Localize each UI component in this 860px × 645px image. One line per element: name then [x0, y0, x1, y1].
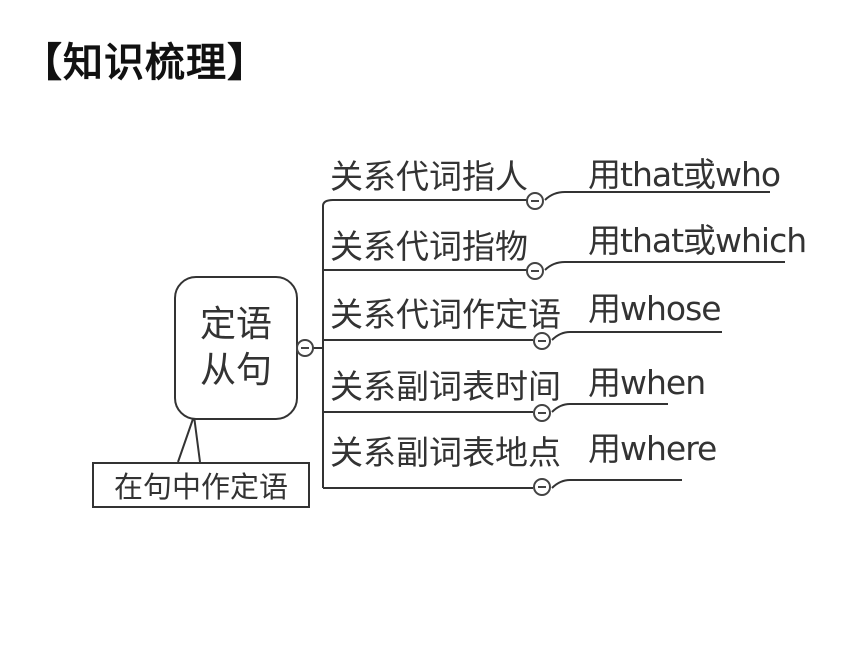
branch-underline-1	[322, 199, 530, 207]
branch-collapse-icon-4[interactable]	[533, 404, 551, 422]
branch-label-3: 关系代词作定语	[330, 295, 561, 334]
value-label-4: 用when	[588, 363, 706, 402]
value-label-5: 用where	[588, 429, 717, 468]
value-label-3: 用whose	[588, 289, 722, 328]
note-node: 在句中作定语	[92, 462, 310, 508]
branch-label-4: 关系副词表时间	[330, 367, 561, 406]
branch-collapse-icon-3[interactable]	[533, 332, 551, 350]
branch-label-1: 关系代词指人	[330, 157, 528, 196]
value-label-1: 用that或who	[588, 155, 781, 194]
branch-collapse-icon-1[interactable]	[526, 192, 544, 210]
root-collapse-icon[interactable]	[296, 339, 314, 357]
branch-collapse-icon-5[interactable]	[533, 478, 551, 496]
value-underline-2	[544, 261, 785, 271]
branch-label-5: 关系副词表地点	[330, 433, 561, 472]
value-underline-4	[551, 403, 668, 413]
value-label-2: 用that或which	[588, 221, 807, 260]
value-underline-5	[551, 479, 682, 489]
note-connector	[177, 415, 201, 463]
value-underline-3	[551, 331, 722, 341]
value-underline-1	[544, 191, 770, 201]
branch-label-2: 关系代词指物	[330, 227, 528, 266]
root-line2: 从句	[199, 350, 272, 391]
root-line1: 定语	[199, 304, 272, 345]
branch-collapse-icon-2[interactable]	[526, 262, 544, 280]
section-title: 【知识梳理】	[22, 40, 268, 86]
root-node: 定语 从句	[174, 276, 298, 420]
